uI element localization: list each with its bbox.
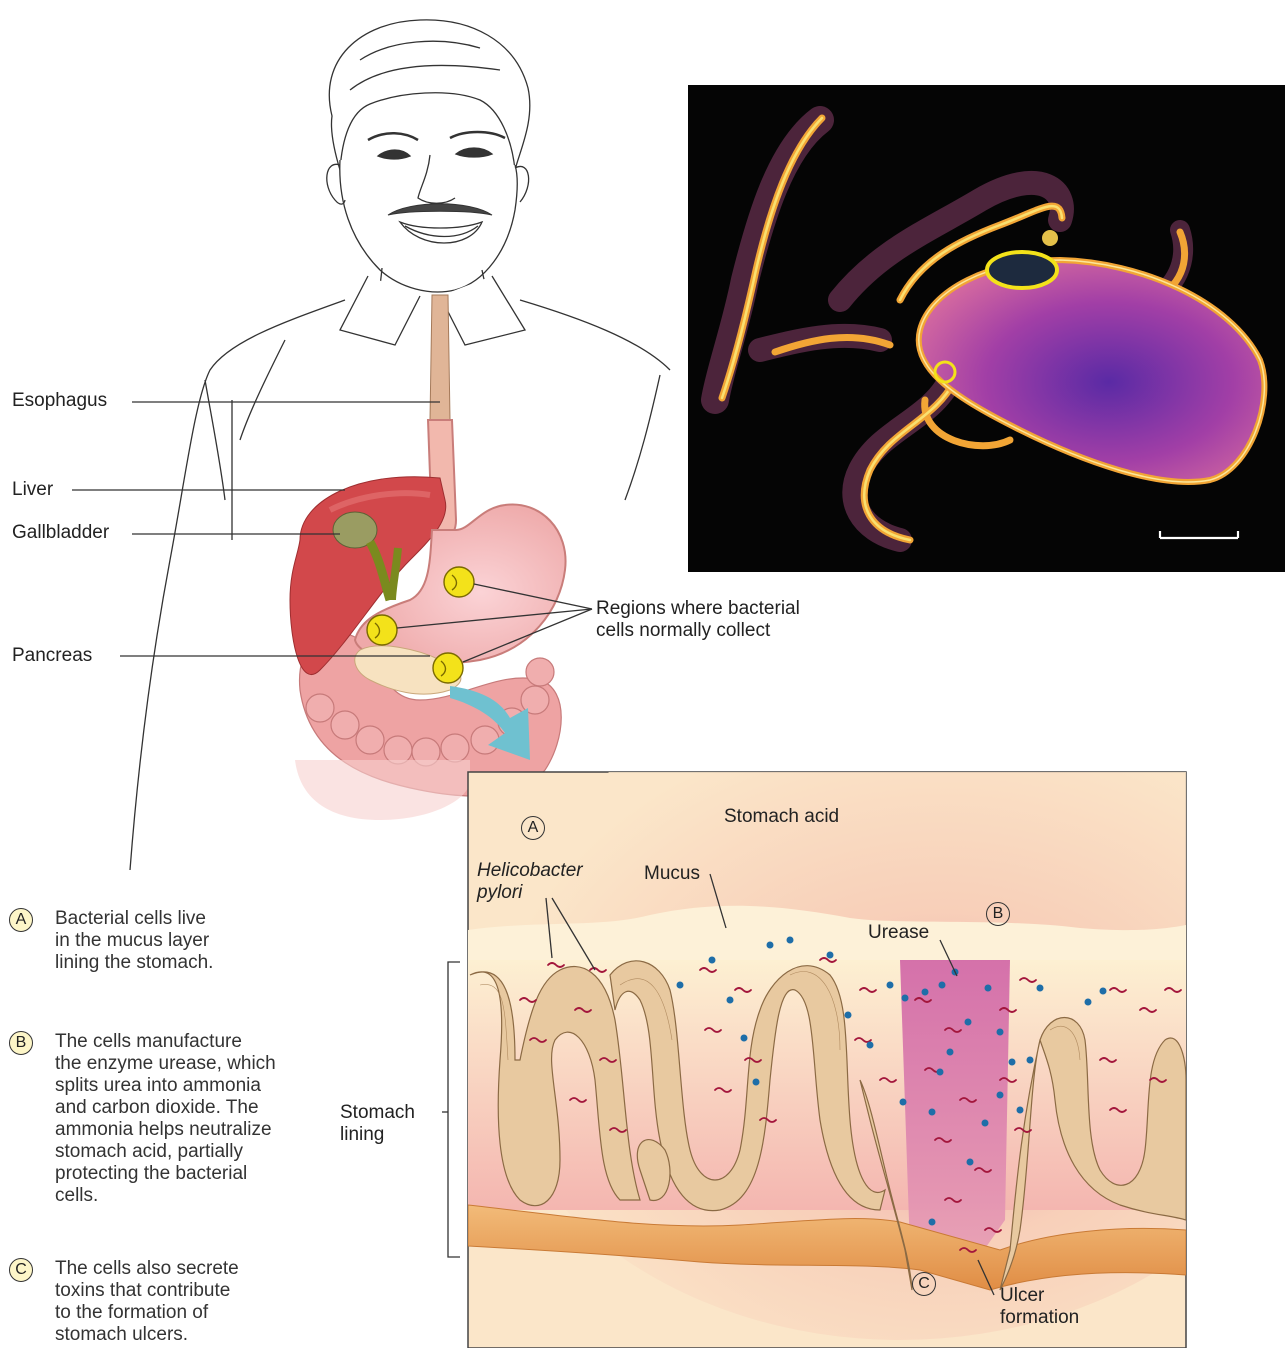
note-line: Bacterial cells live [55,908,315,930]
note-line: ammonia helps neutralize [55,1119,315,1141]
note-line: stomach ulcers. [55,1324,315,1346]
note-line: in the mucus layer [55,930,315,952]
hotspot-upper [444,567,474,597]
lining-bracket [442,962,460,1257]
label-stomach-lining-1: Stomach [340,1102,415,1124]
marker-b-note: B [9,1031,33,1055]
marker-a-panel: A [521,816,545,840]
micrograph [688,85,1285,572]
label-mucus: Mucus [644,863,700,885]
label-esophagus: Esophagus [12,390,107,412]
marker-c-panel: C [912,1272,936,1296]
label-regions-line2: cells normally collect [596,620,770,642]
label-regions-line1: Regions where bacterial [596,598,800,620]
cross-section-panel [468,680,1285,1348]
label-pylori: pylori [477,882,522,904]
note-line: the enzyme urease, which [55,1053,315,1075]
note-line: protecting the bacterial [55,1163,315,1185]
hotspot-lower [433,653,463,683]
marker-a-note: A [9,908,33,932]
note-line: and carbon dioxide. The [55,1097,315,1119]
note-line: The cells manufacture [55,1031,315,1053]
label-ulcer-2: formation [1000,1307,1079,1329]
note-line: lining the stomach. [55,952,315,974]
note-line: to the formation of [55,1302,315,1324]
note-line: toxins that contribute [55,1280,315,1302]
note-line: stomach acid, partially [55,1141,315,1163]
label-stomach-lining-2: lining [340,1124,384,1146]
esophagus [430,295,450,420]
hotspot-middle [367,615,397,645]
label-pancreas: Pancreas [12,645,92,667]
label-liver: Liver [12,479,53,501]
label-ulcer-1: Ulcer [1000,1285,1044,1307]
marker-b-panel: B [986,902,1010,926]
label-helicobacter: Helicobacter [477,860,583,882]
note-line: cells. [55,1185,315,1207]
note-line: The cells also secrete [55,1258,315,1280]
label-urease: Urease [868,922,929,944]
marker-c-note: C [9,1258,33,1282]
note-line: splits urea into ammonia [55,1075,315,1097]
label-gallbladder: Gallbladder [12,522,109,544]
label-stomach-acid: Stomach acid [724,806,839,828]
digestive-organs [290,295,566,820]
